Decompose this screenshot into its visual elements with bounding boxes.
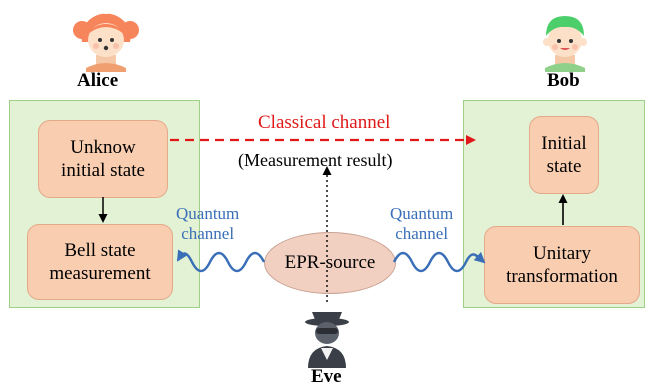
unitary-transformation-box: Unitary transformation <box>484 226 640 304</box>
epr-source: EPR-source <box>264 232 396 294</box>
quantum-channel-right-label: Quantum channel <box>390 204 454 243</box>
quantum-channel-left-wave <box>176 249 266 273</box>
quantum-channel-right-wave <box>392 251 486 273</box>
bell-state-measurement-box: Bell state measurement <box>27 224 173 300</box>
classical-channel-label: Classical channel <box>258 112 391 133</box>
quantum-channel-left-label: Quantum channel <box>176 204 240 243</box>
alice-name: Alice <box>77 70 119 91</box>
initial-state-box: Initial state <box>529 116 599 194</box>
alice-avatar-icon <box>73 13 139 72</box>
bob-avatar-icon <box>543 16 587 72</box>
measurement-result-label: (Measurement result) <box>238 150 393 170</box>
eve-spy-icon <box>305 312 349 368</box>
bob-name: Bob <box>547 70 580 91</box>
eve-name: Eve <box>311 366 342 387</box>
